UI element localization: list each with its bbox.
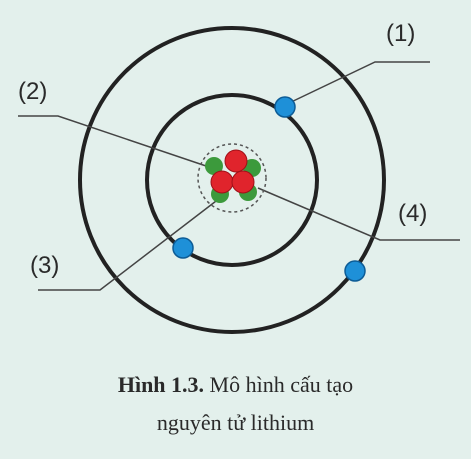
proton [224, 149, 248, 173]
outer-electron-shell [78, 26, 386, 334]
lithium-atom-diagram [18, 26, 460, 334]
figure-number: Hình 1.3. [117, 372, 205, 397]
label-1: (1) [386, 20, 416, 47]
label-2: (2) [18, 78, 48, 105]
proton [231, 170, 255, 194]
nucleus-boundary [197, 143, 267, 213]
leader-line-4 [257, 187, 460, 241]
nucleus [197, 143, 267, 213]
caption-text-1: Mô hình cấu tạo [209, 372, 354, 397]
neutron [205, 157, 223, 175]
figure-caption-line-2: nguyên tử lithium [156, 410, 315, 435]
label-3: (3) [30, 252, 60, 279]
proton [210, 170, 234, 194]
leader-line-2 [18, 115, 213, 169]
inner-electron-shell [145, 93, 319, 267]
electron [274, 96, 296, 118]
electron [172, 237, 194, 259]
leader-line-3 [38, 197, 221, 291]
figure-caption-line-1: Hình 1.3. Mô hình cấu tạo [0, 372, 471, 398]
label-4: (4) [398, 200, 428, 227]
electron [344, 260, 366, 282]
leader-line-1 [286, 61, 430, 105]
